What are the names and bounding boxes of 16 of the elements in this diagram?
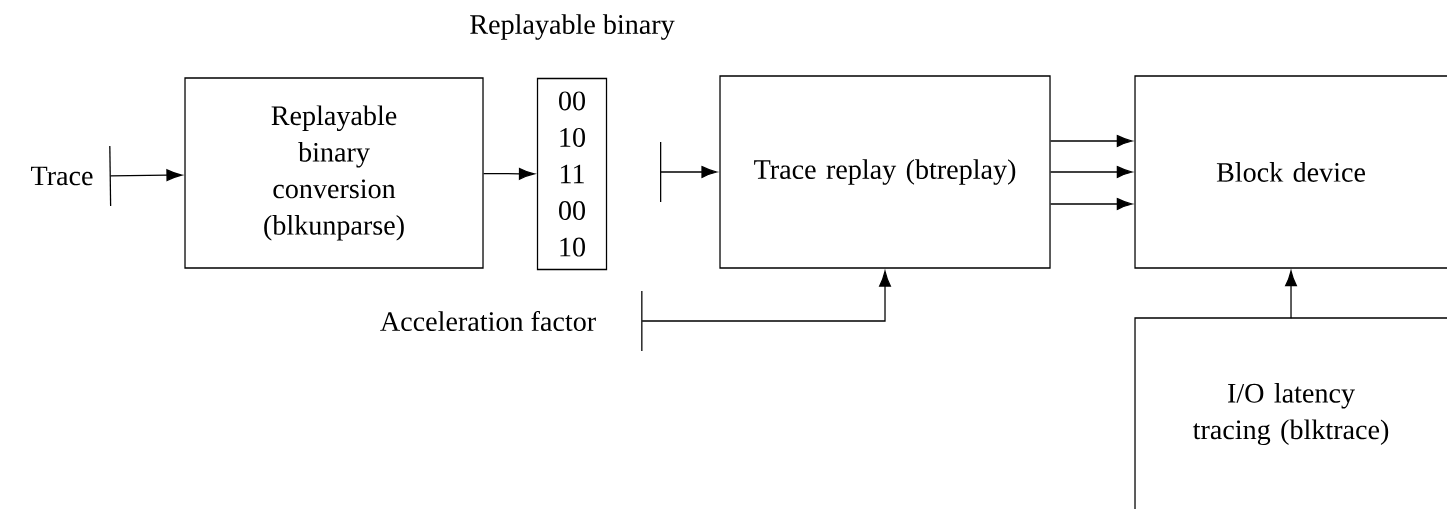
arrow <box>483 167 535 180</box>
data-box: 00 10 11 00 10 <box>536 77 608 271</box>
process-box: Replayable binary conversion (blkunparse) <box>184 77 484 269</box>
arrow <box>1050 198 1133 210</box>
process-box: Trace replay (btreplay) <box>719 75 1051 269</box>
arrow <box>660 141 718 203</box>
process-box: I/O latency tracing (blktrace) <box>1134 317 1447 509</box>
input-label: Acceleration factor <box>380 310 596 332</box>
arrow <box>109 145 183 207</box>
arrow <box>1050 135 1133 147</box>
arrow <box>641 270 891 352</box>
arrow <box>1050 166 1133 178</box>
input-label: Trace <box>31 166 93 186</box>
device-box: Block device <box>1134 75 1447 269</box>
arrow <box>1285 270 1297 319</box>
caption-text: Replayable binary <box>470 14 675 40</box>
